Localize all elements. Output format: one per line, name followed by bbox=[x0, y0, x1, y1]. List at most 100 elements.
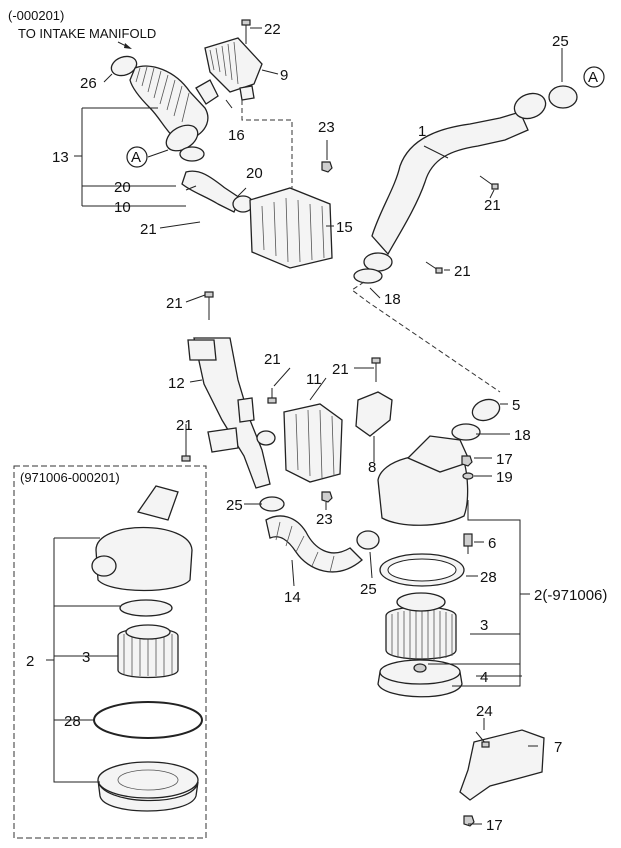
inset-lower-cover bbox=[97, 761, 199, 812]
label-9: 9 bbox=[280, 67, 288, 84]
bracket-7-part bbox=[459, 729, 545, 801]
label-8: 8 bbox=[368, 459, 376, 476]
duct-12-port bbox=[256, 430, 276, 446]
label-4: 4 bbox=[480, 669, 488, 686]
inset-filter-3 bbox=[117, 624, 179, 679]
label-23-upper: 23 bbox=[318, 119, 335, 136]
inset-date-range: (971006-000201) bbox=[20, 470, 120, 485]
clip-16-part bbox=[195, 79, 219, 105]
nut-23-upper-part bbox=[321, 161, 333, 173]
clamp-20-upper-part bbox=[179, 146, 205, 162]
clamp-18-upper-part bbox=[353, 268, 383, 284]
bolt-21-part8 bbox=[371, 357, 381, 382]
label-21-g: 21 bbox=[176, 417, 193, 434]
duct-12-part bbox=[187, 337, 271, 489]
bracket-8-part bbox=[355, 391, 393, 437]
hose-14-part bbox=[265, 515, 363, 573]
inset-upper-housing bbox=[91, 485, 193, 592]
bolt-21-duct12-top bbox=[204, 291, 214, 320]
clamp-25-left-part bbox=[259, 496, 285, 512]
label-21-c: 21 bbox=[454, 263, 471, 280]
arrow-head-icon bbox=[124, 43, 132, 49]
label-18-upper: 18 bbox=[384, 291, 401, 308]
label-20-right: 20 bbox=[246, 165, 263, 182]
label-2-inset: 2 bbox=[26, 653, 34, 670]
label-21-f: 21 bbox=[332, 361, 349, 378]
pipe-1-part bbox=[371, 92, 547, 256]
inset-seal-28 bbox=[93, 701, 203, 739]
clamp-18-lower-part bbox=[451, 423, 481, 441]
label-19: 19 bbox=[496, 469, 513, 486]
label-17-lower: 17 bbox=[486, 817, 503, 834]
inset-frame bbox=[13, 465, 207, 839]
label-6: 6 bbox=[488, 535, 496, 552]
bolt-21-pipe1-a bbox=[479, 175, 499, 190]
label-23-lower: 23 bbox=[316, 511, 333, 528]
route-line-9-15 bbox=[241, 100, 293, 188]
label-15: 15 bbox=[336, 219, 353, 236]
label-12: 12 bbox=[168, 375, 185, 392]
label-20-left: 20 bbox=[114, 179, 131, 196]
bolt-24-part bbox=[475, 731, 490, 748]
label-25-left: 25 bbox=[226, 497, 243, 514]
label-21-d: 21 bbox=[166, 295, 183, 312]
part-labels: 26 13 20 10 20 21 16 9 22 23 15 1 25 21 … bbox=[26, 21, 607, 834]
label-28-inset: 28 bbox=[64, 713, 81, 730]
connector-a-left-leader bbox=[147, 149, 169, 158]
resonator-11-part bbox=[283, 403, 343, 483]
clamp-25-right-part bbox=[356, 530, 380, 550]
label-11: 11 bbox=[306, 371, 322, 388]
label-10: 10 bbox=[114, 199, 131, 216]
resonator-15-part bbox=[249, 187, 333, 269]
bolt-21-duct12-left bbox=[181, 440, 191, 462]
label-21-a: 21 bbox=[140, 221, 157, 238]
label-13: 13 bbox=[52, 149, 69, 166]
label-3-right: 3 bbox=[480, 617, 488, 634]
seal-28-inner bbox=[387, 558, 457, 582]
label-16: 16 bbox=[228, 127, 245, 144]
label-5: 5 bbox=[512, 397, 520, 414]
label-2-assy-range: 2(-971006) bbox=[534, 587, 607, 604]
air-cleaner-upper-housing bbox=[377, 435, 471, 526]
label-17-upper: 17 bbox=[496, 451, 513, 468]
inlet-5-part bbox=[471, 398, 501, 422]
bolt-21-part11 bbox=[267, 388, 277, 404]
label-21-b: 21 bbox=[484, 197, 501, 214]
label-25-top: 25 bbox=[552, 33, 569, 50]
date-range-note: (-000201) bbox=[8, 8, 64, 23]
label-24: 24 bbox=[476, 703, 493, 720]
clamp-25-top-part bbox=[548, 85, 578, 109]
label-26: 26 bbox=[80, 75, 97, 92]
to-intake-manifold-note: TO INTAKE MANIFOLD bbox=[18, 26, 156, 41]
connector-a-right-circle bbox=[583, 66, 605, 88]
clip-9-part bbox=[239, 85, 255, 101]
clamp-26-part bbox=[110, 55, 138, 77]
label-3-inset: 3 bbox=[82, 649, 90, 666]
washer-19-part bbox=[462, 472, 474, 480]
pipe-10-part bbox=[181, 170, 241, 213]
bolt-21-pipe1-b bbox=[425, 261, 443, 274]
label-18-lower: 18 bbox=[514, 427, 531, 444]
label-22: 22 bbox=[264, 21, 281, 38]
label-28-right: 28 bbox=[480, 569, 497, 586]
label-21-e: 21 bbox=[264, 351, 281, 368]
filter-3-part bbox=[385, 592, 457, 660]
bolt-22-part bbox=[241, 19, 251, 44]
nut-23-lower-part bbox=[321, 491, 333, 503]
lower-cover-4-part bbox=[377, 659, 463, 698]
label-7: 7 bbox=[554, 739, 562, 756]
connector-a-left-circle bbox=[126, 146, 148, 168]
duct-9-part bbox=[204, 37, 263, 93]
connector-a-right-letter: A bbox=[588, 69, 598, 86]
label-25-right: 25 bbox=[360, 581, 377, 598]
label-14: 14 bbox=[284, 589, 301, 606]
sensor-6-part bbox=[463, 533, 473, 554]
route-line-18-5 bbox=[351, 281, 501, 393]
leader-lines bbox=[46, 27, 563, 825]
nut-17-upper-part bbox=[461, 455, 473, 467]
inset-seal bbox=[119, 599, 173, 617]
label-1: 1 bbox=[418, 123, 426, 140]
connector-a-left-letter: A bbox=[131, 149, 141, 166]
